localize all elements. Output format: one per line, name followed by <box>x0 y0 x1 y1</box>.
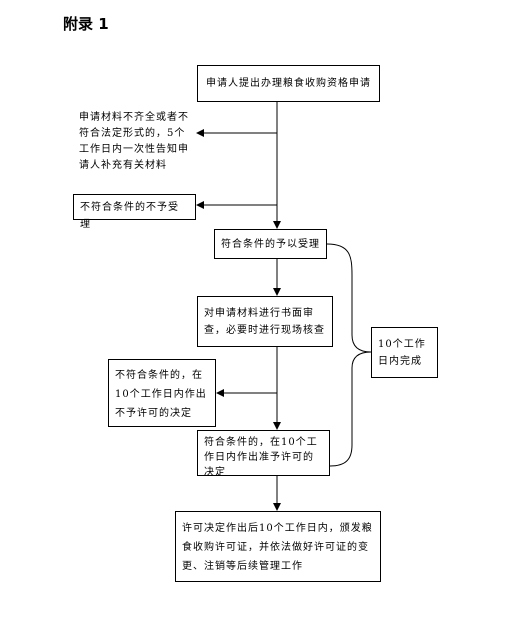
apply-box: 申请人提出办理粮食收购资格申请 <box>197 65 380 102</box>
review-box: 对申请材料进行书面审查，必要时进行现场核查 <box>197 296 333 347</box>
deny-decision-box: 不符合条件的，在10个工作日内作出不予许可的决定 <box>108 359 216 427</box>
deadline-brace <box>326 243 372 467</box>
grant-decision-box: 符合条件的，在10个工作日内作出准予许可的决定 <box>197 430 330 478</box>
deadline-box: 10个工作日内完成 <box>371 327 438 378</box>
incomplete-notice-box: 申请材料不齐全或者不符合法定形式的，5个工作日内一次性告知申请人补充有关材料 <box>73 106 196 176</box>
accept-box: 符合条件的予以受理 <box>214 229 327 259</box>
appendix-heading: 附录 1 <box>63 15 109 33</box>
issue-license-box: 许可决定作出后10个工作日内，颁发粮食收购许可证，并依法做好许可证的变更、注销等… <box>175 511 381 582</box>
reject-box: 不符合条件的不予受理 <box>73 194 196 230</box>
